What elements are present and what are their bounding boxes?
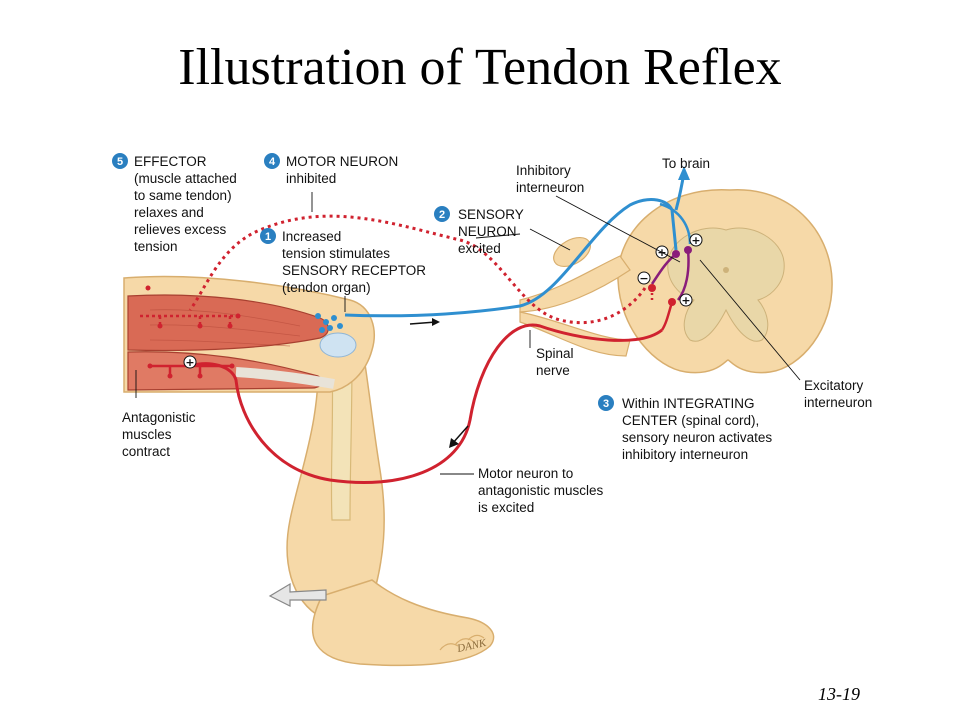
to-brain-label: To brain bbox=[662, 156, 710, 171]
motor-antagonist-line: is excited bbox=[478, 500, 534, 515]
step-1-label: 1 Increased tension stimulates SENSORY R… bbox=[260, 228, 426, 295]
step-5-line: (muscle attached bbox=[134, 171, 237, 186]
step-3-label: 3 Within INTEGRATING CENTER (spinal cord… bbox=[598, 395, 772, 462]
antagonistic-line: Antagonistic bbox=[122, 410, 196, 425]
step-2-line: excited bbox=[458, 241, 501, 256]
step-5-line: tension bbox=[134, 239, 178, 254]
minus-sign: − bbox=[639, 272, 648, 285]
spinal-nerve-line: Spinal bbox=[536, 346, 574, 361]
spinal-nerve-line: nerve bbox=[536, 363, 570, 378]
step-3-line: inhibitory interneuron bbox=[622, 447, 748, 462]
inhibitory-interneuron-line: Inhibitory bbox=[516, 163, 571, 178]
step-1-line: (tendon organ) bbox=[282, 280, 371, 295]
spinal-nerve-label: Spinal nerve bbox=[536, 346, 574, 378]
excitatory-interneuron-line: interneuron bbox=[804, 395, 872, 410]
step-5-label: 5 EFFECTOR (muscle attached to same tend… bbox=[112, 153, 237, 254]
step-1-badge: 1 bbox=[265, 231, 271, 243]
step-5-line: relaxes and bbox=[134, 205, 204, 220]
step-1-line: tension stimulates bbox=[282, 246, 390, 261]
plus-sign: + bbox=[185, 356, 194, 369]
leg-illustration bbox=[124, 277, 494, 666]
antagonistic-line: contract bbox=[122, 444, 170, 459]
step-4-badge: 4 bbox=[269, 156, 276, 168]
step-4-label: 4 MOTOR NEURON inhibited bbox=[264, 153, 398, 186]
step-2-badge: 2 bbox=[439, 209, 445, 221]
motor-antagonist-line: Motor neuron to bbox=[478, 466, 573, 481]
step-5-line: relieves excess bbox=[134, 222, 227, 237]
step-4-line: MOTOR NEURON bbox=[286, 154, 398, 169]
excitatory-interneuron-line: Excitatory bbox=[804, 378, 864, 393]
step-1-line: SENSORY RECEPTOR bbox=[282, 263, 426, 278]
step-3-line: Within INTEGRATING bbox=[622, 396, 755, 411]
step-2-line: NEURON bbox=[458, 224, 517, 239]
step-5-badge: 5 bbox=[117, 156, 123, 168]
step-5-line: EFFECTOR bbox=[134, 154, 207, 169]
plus-sign: + bbox=[691, 234, 700, 247]
step-3-line: sensory neuron activates bbox=[622, 430, 772, 445]
plus-sign: + bbox=[681, 294, 690, 307]
excitatory-interneuron-label: Excitatory interneuron bbox=[804, 378, 872, 410]
step-3-badge: 3 bbox=[603, 398, 609, 410]
step-3-line: CENTER (spinal cord), bbox=[622, 413, 759, 428]
step-2-line: SENSORY bbox=[458, 207, 524, 222]
antagonistic-line: muscles bbox=[122, 427, 172, 442]
inhibitory-interneuron-line: interneuron bbox=[516, 180, 584, 195]
step-4-line: inhibited bbox=[286, 171, 336, 186]
step-2-label: 2 SENSORY NEURON excited bbox=[434, 206, 524, 256]
motor-antagonist-line: antagonistic muscles bbox=[478, 483, 604, 498]
step-5-line: to same tendon) bbox=[134, 188, 232, 203]
step-1-line: Increased bbox=[282, 229, 341, 244]
antagonistic-muscles-label: Antagonistic muscles contract bbox=[122, 410, 196, 459]
motor-antagonist-label: Motor neuron to antagonistic muscles is … bbox=[478, 466, 604, 515]
inhibitory-interneuron-label: Inhibitory interneuron bbox=[516, 163, 584, 195]
slide-number: 13-19 bbox=[818, 684, 860, 705]
patella bbox=[320, 333, 356, 357]
